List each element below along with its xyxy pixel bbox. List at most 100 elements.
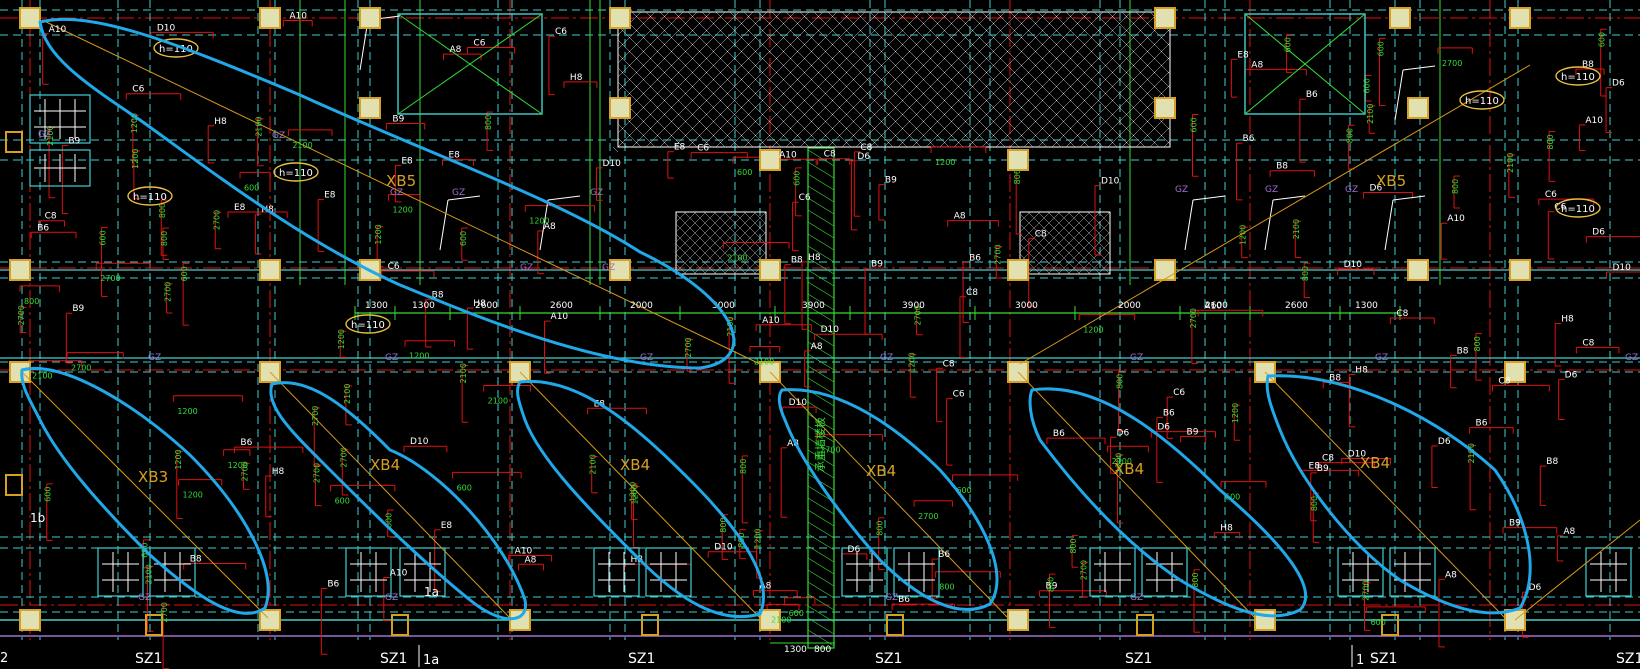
column: [1407, 259, 1429, 281]
ramp-line: [1394, 69, 1404, 121]
rebar-length: 600: [180, 266, 189, 281]
stair-box: [345, 547, 392, 597]
gz-label: GZ: [1375, 353, 1388, 363]
hatch-line: [1019, 223, 1071, 275]
rebar-length: 2100: [292, 141, 312, 150]
slab-tag-xb3: XB3: [138, 468, 168, 486]
rebar-length: 1200: [177, 407, 197, 416]
axis-grid-lines: [0, 0, 1640, 640]
hatch-line: [675, 211, 687, 223]
rebar-label: H8: [473, 299, 486, 309]
rebar-length: 2700: [241, 461, 250, 481]
post-marker: [641, 614, 659, 636]
rebar-label: H8: [630, 555, 643, 565]
strip-hatch: [807, 533, 835, 551]
rebar-label: A8: [1445, 570, 1457, 580]
hatch-line: [1019, 211, 1061, 253]
rebar-length: 800: [1310, 496, 1319, 511]
ramp-line: [1392, 195, 1426, 201]
strip-hatch: [807, 581, 835, 599]
strip-hatch: [807, 209, 835, 227]
rebar-length: 600: [44, 487, 53, 502]
rebar-label: E8: [441, 521, 453, 531]
rebar-length: 2700: [212, 210, 221, 230]
rebar-label: B9: [1509, 519, 1521, 529]
rebar-label: H8: [1220, 524, 1233, 534]
post-marker: [886, 614, 904, 636]
rebar-length: 600: [459, 231, 468, 246]
column: [1154, 97, 1176, 119]
rebar-label: B6: [1163, 409, 1175, 419]
column: [1509, 7, 1531, 29]
rebar-label: B6: [327, 579, 339, 589]
post-marker: [391, 614, 409, 636]
hatch-line: [675, 211, 737, 273]
gz-label: GZ: [38, 130, 51, 140]
slab-tag-xb4: XB4: [1360, 454, 1390, 472]
column: [609, 97, 631, 119]
rebar-label: C8: [45, 212, 57, 222]
rebar-length: 1200: [935, 158, 955, 167]
rebar-label: C8: [943, 359, 955, 369]
gz-label: GZ: [520, 263, 533, 273]
rebar-label: C8: [1582, 338, 1594, 348]
rebar-length: 600: [793, 171, 802, 186]
rebar-length: 1200: [1114, 453, 1123, 473]
hatch-line: [743, 211, 767, 235]
slab-diagonal-xb5: [1019, 64, 1531, 365]
column: [259, 7, 281, 29]
rebar-label: A10: [762, 316, 780, 326]
hatch-line: [729, 11, 866, 148]
rebar-label: E8: [1309, 461, 1321, 471]
rebar-label: B9: [1187, 427, 1199, 437]
hatch-line: [981, 11, 1118, 148]
rebar-label: C8: [1498, 376, 1510, 386]
hatch-line: [841, 11, 978, 148]
rebar-label: D10: [714, 543, 733, 553]
slab-thickness: h=110: [133, 192, 167, 203]
dimension-value: 1300: [412, 301, 435, 311]
rebar-length: 1200: [374, 224, 383, 244]
rebar-label: A8: [1251, 60, 1263, 70]
stair-box: [29, 149, 91, 187]
strip-hatch: [807, 305, 835, 323]
hatch-line: [1051, 28, 1171, 148]
ramp-line: [539, 199, 549, 251]
rebar-label: H8: [808, 253, 821, 263]
rebar-label: E8: [674, 143, 686, 153]
axis-label: 1b: [30, 511, 45, 525]
rebar-label: C6: [388, 262, 400, 272]
rebar-label: C8: [1322, 454, 1334, 464]
strip-hatch: [807, 269, 835, 287]
hatch-line: [675, 253, 697, 275]
rebar-length: 800: [939, 583, 954, 592]
hatch-line: [883, 11, 1020, 148]
rebar-length: 1200: [529, 217, 549, 226]
dimension-value: 3900: [802, 301, 825, 311]
stair-box: [593, 547, 640, 597]
strip-hatch: [807, 281, 835, 299]
column: [1154, 7, 1176, 29]
slab-diagonal: [1514, 519, 1640, 621]
hatch-line: [1097, 211, 1111, 225]
hatch-line: [675, 243, 707, 275]
rebar-label: A10: [515, 547, 533, 557]
strip-hatch: [807, 437, 835, 455]
strip-hatch: [807, 629, 835, 647]
rebar-label: A8: [954, 212, 966, 222]
ramp-line: [1402, 65, 1436, 71]
hatch-line: [1019, 211, 1041, 233]
rebar-length: 2700: [993, 244, 1002, 264]
rebar-label: B8: [190, 554, 202, 564]
rebar-length: 1200: [754, 528, 763, 548]
rebar-length: 800: [719, 517, 728, 532]
hatch-line: [1107, 271, 1111, 275]
hatch-line: [1077, 211, 1111, 245]
rebar-label: C6: [697, 144, 709, 154]
strip-hatch: [807, 413, 835, 431]
post-marker: [145, 614, 163, 636]
rebar-label: A10: [1204, 301, 1222, 311]
hatched-openings: [612, 6, 1171, 649]
rebar-label: A8: [524, 555, 536, 565]
